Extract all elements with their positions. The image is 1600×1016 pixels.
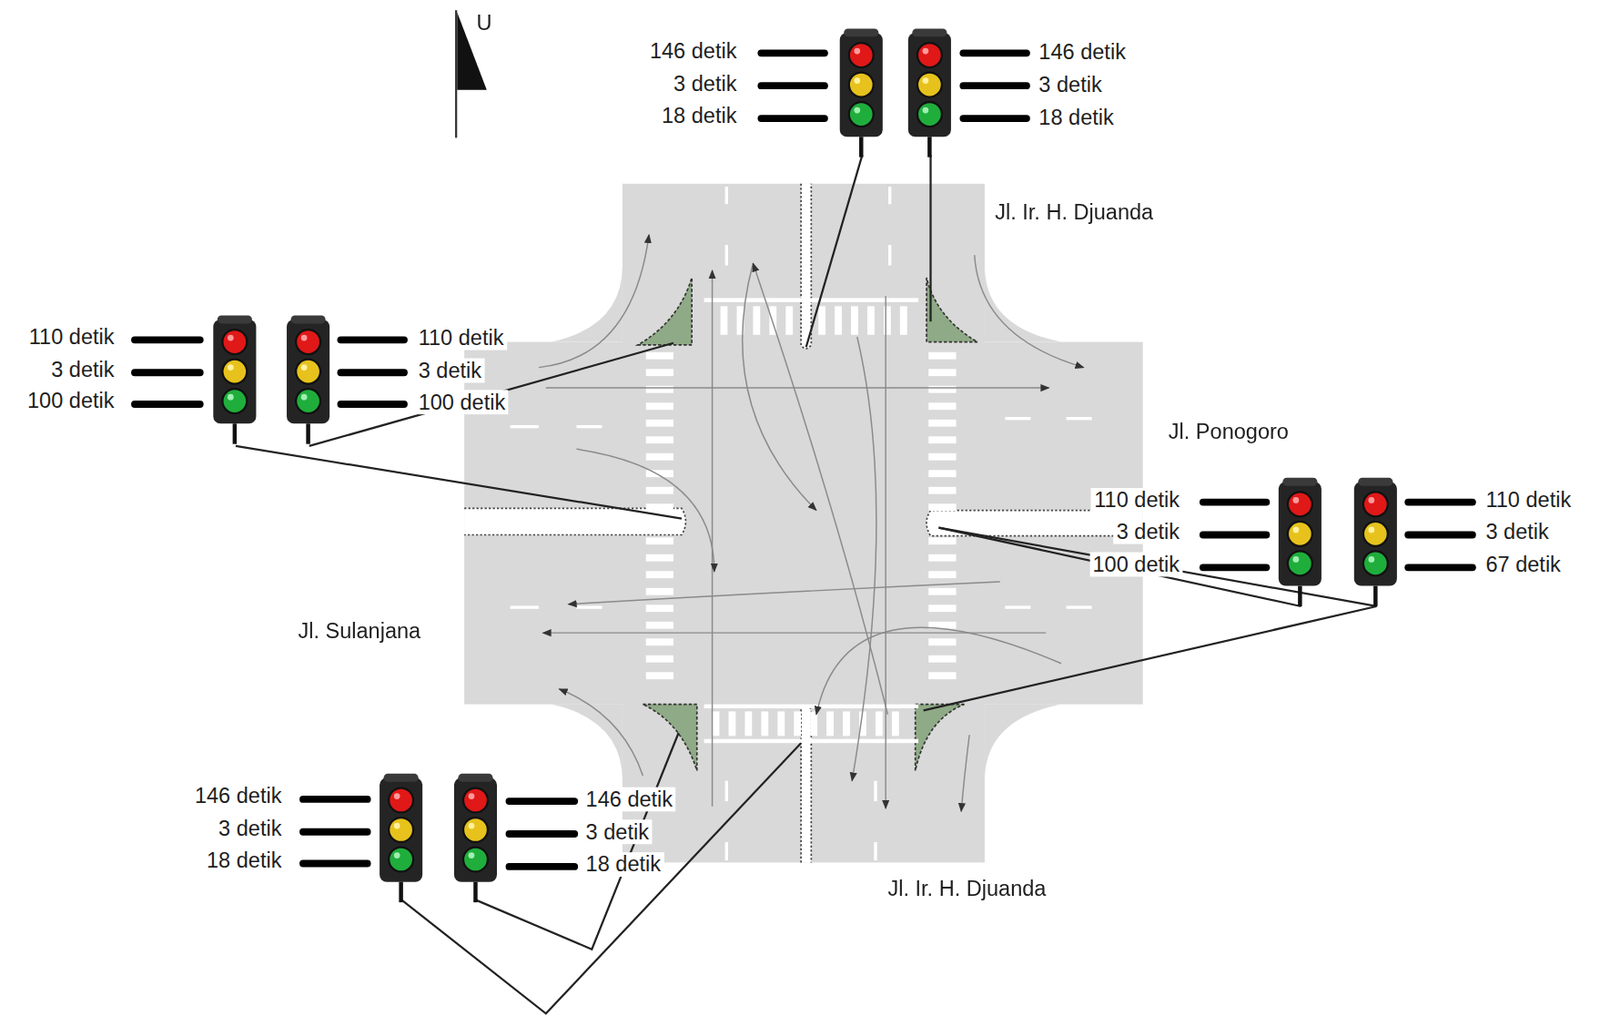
timer-label: 18 detik (582, 852, 664, 877)
timer-label: 3 detik (48, 357, 118, 382)
timer-label: 110 detik (1482, 487, 1575, 512)
leader-line (235, 154, 1377, 1013)
timer-label: 3 detik (215, 816, 285, 841)
timer-label: 67 detik (1482, 552, 1564, 577)
street-name: Jl. Ir. H. Djuanda (887, 877, 1046, 902)
traffic-island (637, 277, 978, 771)
timer-label: 18 detik (1035, 105, 1117, 130)
timer-label: 3 detik (1113, 519, 1183, 544)
timer-label: 146 detik (1035, 40, 1129, 64)
timer-label: 146 detik (192, 784, 285, 809)
traffic-light (212, 28, 1398, 902)
timer-label: 3 detik (582, 820, 652, 844)
timer-label: 110 detik (25, 324, 118, 349)
crosswalk (646, 305, 957, 736)
indicator-bar (134, 52, 1473, 867)
timer-label: 3 detik (415, 358, 485, 383)
timer-label: 18 detik (658, 103, 740, 128)
timer-label: 100 detik (24, 389, 118, 414)
timer-label: 146 detik (647, 39, 740, 63)
timer-label: 3 detik (670, 71, 740, 96)
street-name: Jl. Ir. H. Djuanda (994, 200, 1154, 224)
movement-arrow (538, 234, 1084, 811)
timer-label: 3 detik (1035, 72, 1105, 97)
road (464, 183, 1144, 863)
timer-label: 3 detik (1482, 519, 1552, 544)
timer-label: 110 detik (415, 325, 507, 350)
timer-label: 100 detik (415, 390, 508, 415)
timer-label: 18 detik (203, 848, 285, 872)
street-name: Jl. Sulanjana (297, 618, 421, 643)
lane-marking (510, 186, 1093, 861)
timer-label: 110 detik (1091, 487, 1184, 512)
timer-label: 146 detik (582, 787, 676, 811)
street-name: Jl. Ponogoro (1168, 419, 1289, 444)
north-label: U (476, 10, 493, 35)
median (464, 183, 1144, 863)
timer-label: 100 detik (1089, 552, 1183, 577)
